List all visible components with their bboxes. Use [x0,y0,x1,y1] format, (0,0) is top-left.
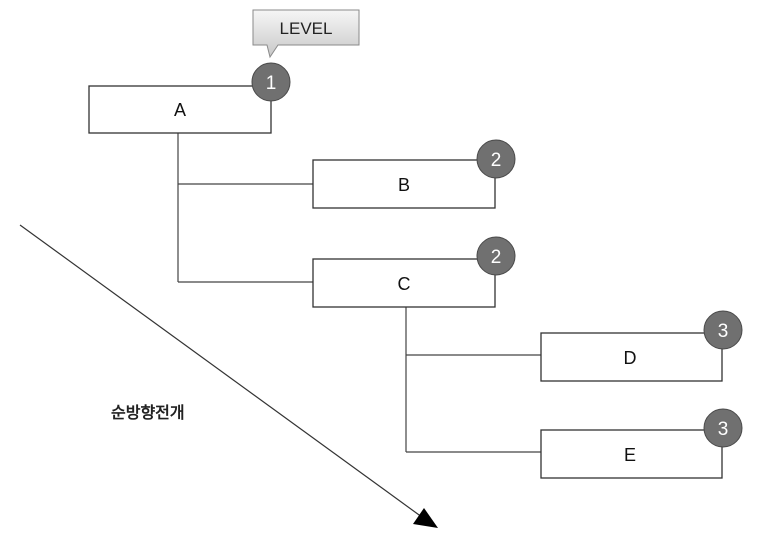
node-d-level-number: 3 [718,321,729,342]
node-b: B 2 [312,139,516,209]
node-a: A 1 [88,62,291,134]
node-b-label: B [398,175,410,195]
node-a-level-badge [251,62,291,102]
node-c-level-badge [476,236,516,276]
direction-arrow-line [19,224,427,521]
node-e: E 3 [540,408,743,479]
level-callout-box [252,9,360,59]
node-e-box [540,429,723,479]
node-b-level-number: 2 [491,150,502,171]
node-a-label: A [174,100,186,120]
node-d: D 3 [540,310,743,382]
node-a-box [88,85,272,134]
node-d-level-badge [703,310,743,350]
node-b-level-badge [476,139,516,179]
level-callout: LEVEL [252,9,360,59]
direction-label: 순방향전개 [111,403,185,422]
node-a-level-number: 1 [266,73,277,94]
node-e-level-badge [703,408,743,448]
node-b-box [312,159,496,209]
direction-arrow: 순방향전개 [19,224,438,528]
node-d-label: D [624,348,637,368]
node-c-level-number: 2 [491,247,502,268]
node-c: C 2 [312,236,516,308]
node-e-label: E [624,445,636,465]
tree-connectors [177,133,541,453]
level-callout-label: LEVEL [280,19,333,38]
node-d-box [540,332,723,382]
node-c-box [312,258,496,308]
direction-arrow-head [413,508,438,528]
node-c-label: C [398,274,411,294]
node-e-level-number: 3 [718,419,729,440]
